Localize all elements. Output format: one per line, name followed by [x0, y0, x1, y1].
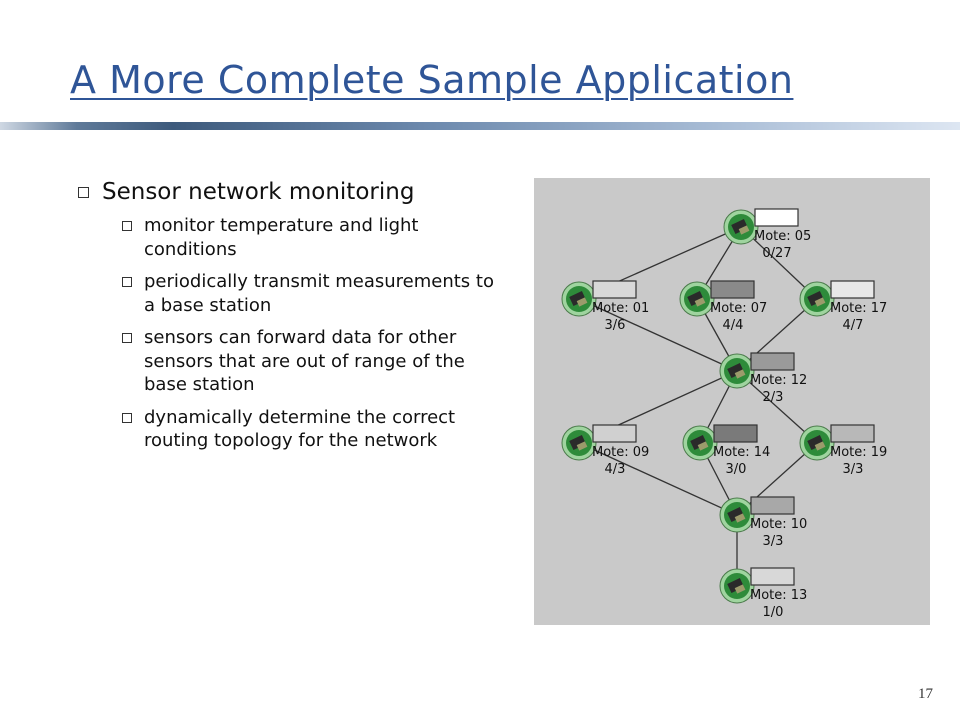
mote-battery — [734, 369, 746, 379]
mote-label: Mote: 14 — [713, 445, 770, 460]
mote-label: Mote: 19 — [830, 445, 887, 460]
mote-battery — [576, 441, 588, 451]
mote-stats: 4/4 — [723, 318, 744, 333]
mote-label: Mote: 13 — [750, 588, 807, 603]
mote-chip — [727, 578, 745, 594]
mote-stats: 3/6 — [605, 318, 626, 333]
mote-battery — [814, 297, 826, 307]
mote-battery — [734, 513, 746, 523]
mote-node: Mote: 09 4/3 — [561, 424, 649, 477]
mote-node: Mote: 12 2/3 — [719, 352, 807, 405]
mote-status-box — [750, 352, 795, 371]
sub-bullet-box-icon — [122, 333, 132, 343]
mote-status-box — [750, 567, 795, 586]
mote-node: Mote: 13 1/0 — [719, 567, 807, 620]
mote-chip — [727, 363, 745, 379]
page-number: 17 — [918, 686, 933, 702]
mote-chip — [807, 435, 825, 451]
link-line — [578, 442, 738, 516]
mote-chip — [731, 219, 749, 235]
sub-bullet-item: periodically transmit measurements to a … — [122, 270, 508, 317]
mote-stats: 3/3 — [763, 534, 784, 549]
mote-stats: 4/7 — [843, 318, 864, 333]
mote-stats: 2/3 — [763, 390, 784, 405]
link-line — [736, 298, 818, 372]
mote-status-box — [750, 496, 795, 515]
mote-battery — [814, 441, 826, 451]
sub-bullet-text: monitor temperature and light conditions — [144, 215, 419, 260]
sub-bullet-text: dynamically determine the correct routin… — [144, 406, 456, 452]
mote-label: Mote: 01 — [592, 301, 649, 316]
link-line — [736, 442, 818, 516]
sub-bullet-item: sensors can forward data for other senso… — [122, 326, 508, 397]
title-rule — [0, 122, 960, 130]
mote-label: Mote: 12 — [750, 373, 807, 388]
sub-bullet-box-icon — [122, 221, 132, 231]
mote-stats: 3/3 — [843, 462, 864, 477]
sub-bullet-text: periodically transmit measurements to a … — [144, 271, 494, 316]
mote-stats: 3/0 — [726, 462, 747, 477]
link-line — [736, 370, 818, 444]
mote-status-box — [713, 424, 758, 443]
mote-status-box — [592, 424, 637, 443]
mote-stats: 1/0 — [763, 605, 784, 620]
mote-node: Mote: 19 3/3 — [799, 424, 887, 477]
bullet-main: Sensor network monitoring — [78, 176, 508, 208]
sub-bullet-item: dynamically determine the correct routin… — [122, 406, 508, 453]
slide-title: A More Complete Sample Application — [70, 58, 794, 102]
mote-status-box — [754, 208, 799, 227]
bullet-main-text: Sensor network monitoring — [102, 179, 415, 205]
mote-stats: 4/3 — [605, 462, 626, 477]
sub-bullet-item: monitor temperature and light conditions — [122, 214, 508, 261]
mote-label: Mote: 09 — [592, 445, 649, 460]
mote-chip — [690, 435, 708, 451]
mote-label: Mote: 17 — [830, 301, 887, 316]
mote-node: Mote: 14 3/0 — [682, 424, 770, 477]
mote-battery — [734, 584, 746, 594]
mote-node: Mote: 05 0/27 — [723, 208, 811, 261]
mote-node: Mote: 07 4/4 — [679, 280, 767, 333]
mote-label: Mote: 07 — [710, 301, 767, 316]
mote-battery — [738, 225, 750, 235]
mote-node: Mote: 10 3/3 — [719, 496, 807, 549]
sub-bullet-box-icon — [122, 412, 132, 423]
mote-chip — [569, 291, 587, 307]
mote-battery — [694, 297, 706, 307]
mote-chip — [687, 291, 705, 307]
mote-battery — [697, 441, 709, 451]
link-line — [578, 298, 738, 372]
sub-bullet-list: monitor temperature and light conditions… — [78, 214, 508, 453]
mote-label: Mote: 10 — [750, 517, 807, 532]
mote-node: Mote: 01 3/6 — [561, 280, 649, 333]
mote-stats: 0/27 — [762, 246, 791, 261]
mote-chip — [569, 435, 587, 451]
bullet-list: Sensor network monitoring monitor temper… — [78, 176, 508, 462]
mote-status-box — [592, 280, 637, 299]
bullet-box-icon — [78, 187, 89, 198]
mote-battery — [576, 297, 588, 307]
mote-status-box — [830, 280, 875, 299]
mote-status-box — [830, 424, 875, 443]
mote-node: Mote: 17 4/7 — [799, 280, 887, 333]
sub-bullet-text: sensors can forward data for other senso… — [144, 327, 465, 395]
mote-chip — [807, 291, 825, 307]
mote-chip — [727, 507, 745, 523]
sub-bullet-box-icon — [122, 277, 132, 287]
mote-status-box — [710, 280, 755, 299]
mote-label: Mote: 05 — [754, 229, 811, 244]
